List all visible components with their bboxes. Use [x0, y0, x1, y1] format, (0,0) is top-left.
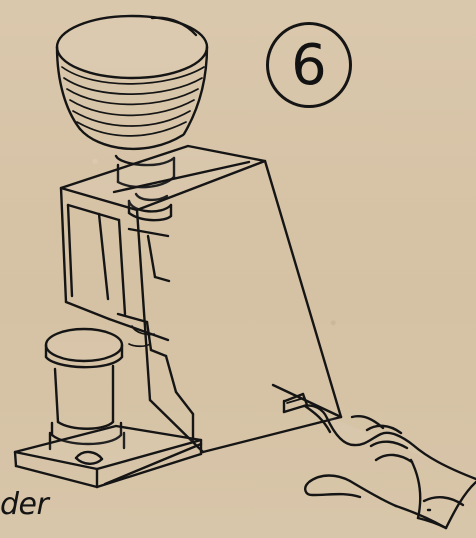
step-number-badge: 6 — [266, 22, 352, 108]
grinder-hopper — [55, 14, 209, 151]
grinder-base — [13, 424, 203, 489]
grinder-body — [59, 144, 343, 454]
caption-text: der — [0, 487, 49, 522]
step-number: 6 — [291, 33, 327, 98]
portafilter-cup — [44, 327, 126, 451]
pointing-hand — [302, 404, 476, 530]
